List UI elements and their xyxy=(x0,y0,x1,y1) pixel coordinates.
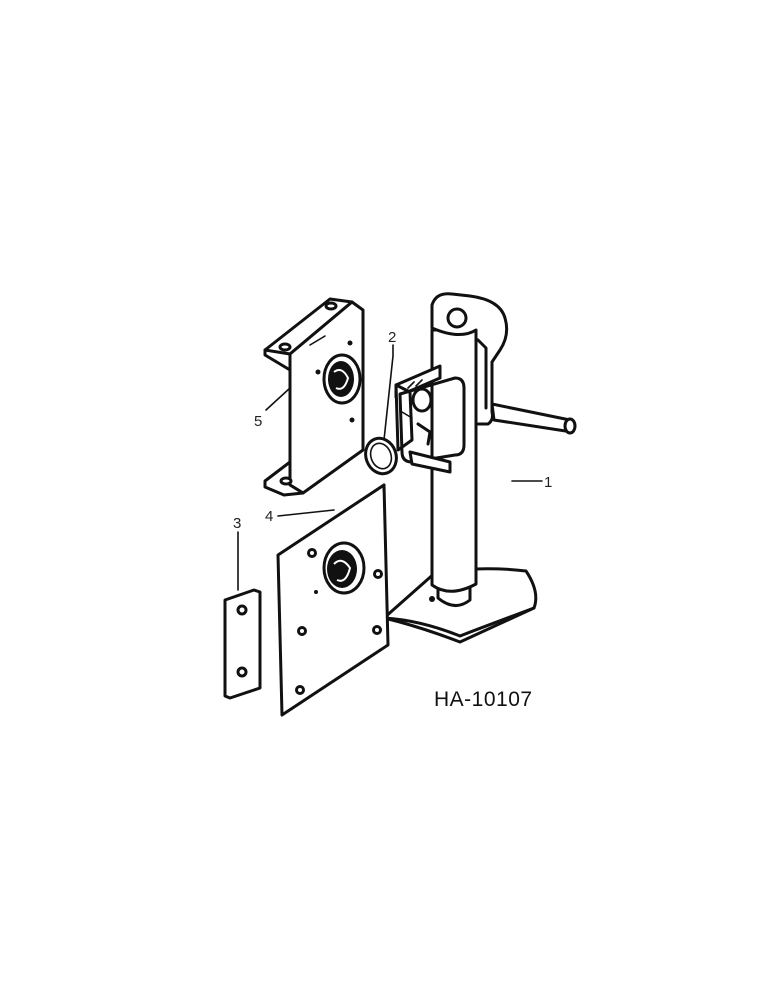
part-4-plate xyxy=(276,483,390,717)
part-1-jack xyxy=(382,292,577,644)
callout-3: 3 xyxy=(233,515,241,532)
callout-4: 4 xyxy=(265,508,273,525)
callout-5: 5 xyxy=(254,413,262,430)
callout-1: 1 xyxy=(544,474,552,491)
part-5-bracket xyxy=(263,297,365,497)
drawing-code: HA-10107 xyxy=(434,688,533,711)
part-2-snap-ring xyxy=(364,436,398,476)
callout-2: 2 xyxy=(388,329,396,346)
part-3-spacer xyxy=(223,588,262,700)
leader-lines xyxy=(237,344,543,591)
